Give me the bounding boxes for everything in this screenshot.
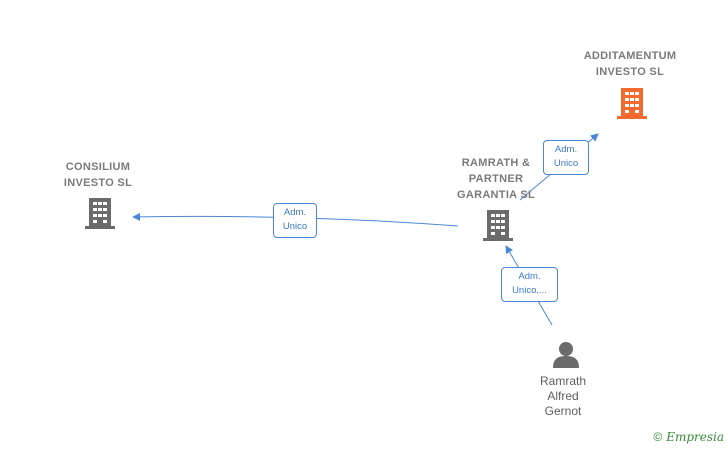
node-label-line: Alfred bbox=[547, 389, 579, 403]
node-label-ramrath-partner[interactable]: RAMRATH & PARTNER GARANTIA SL bbox=[436, 155, 556, 203]
node-label-line: Ramrath bbox=[539, 374, 586, 388]
edge-label-to-consilium[interactable]: Adm. Unico bbox=[273, 203, 317, 238]
edge-label-line: Adm. bbox=[518, 271, 541, 282]
edge-label-line: Unico bbox=[282, 221, 308, 232]
copyright-icon: © bbox=[653, 430, 663, 444]
brand-name: Empresia bbox=[666, 430, 724, 444]
building-icon[interactable] bbox=[483, 210, 513, 241]
edge-label-to-ramrath[interactable]: Adm. Unico,... bbox=[501, 267, 558, 302]
brand-watermark: ©Empresia bbox=[653, 430, 724, 444]
edge-label-to-additamentum[interactable]: Adm. Unico bbox=[543, 140, 589, 175]
node-label-line: INVESTO SL bbox=[63, 177, 133, 189]
person-icon[interactable] bbox=[553, 342, 579, 368]
node-label-line: INVESTO SL bbox=[595, 66, 665, 78]
edge-label-line: Adm. bbox=[554, 144, 578, 155]
node-label-additamentum[interactable]: ADDITAMENTUM INVESTO SL bbox=[560, 48, 700, 80]
node-label-consilium[interactable]: CONSILIUM INVESTO SL bbox=[38, 159, 158, 191]
node-label-line: GARANTIA SL bbox=[456, 189, 536, 201]
building-icon[interactable] bbox=[85, 198, 115, 229]
building-icon[interactable] bbox=[616, 86, 648, 119]
node-label-person[interactable]: Ramrath Alfred Gernot bbox=[518, 374, 608, 419]
node-label-line: RAMRATH & bbox=[461, 157, 531, 169]
node-label-line: CONSILIUM bbox=[65, 161, 131, 173]
node-label-line: ADDITAMENTUM bbox=[583, 50, 677, 62]
edge-label-line: Unico bbox=[553, 158, 579, 169]
node-label-line: Gernot bbox=[544, 404, 582, 418]
edge-label-line: Unico,... bbox=[512, 285, 547, 296]
edge-label-line: Adm. bbox=[283, 207, 307, 218]
node-label-line: PARTNER bbox=[468, 173, 524, 185]
